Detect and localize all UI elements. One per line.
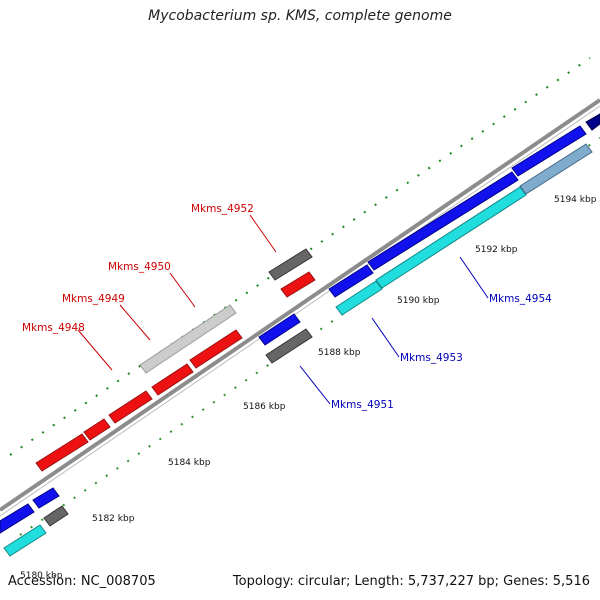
- tick-label: 5194 kbp: [554, 195, 597, 205]
- gene-label: Mkms_4951: [331, 399, 394, 411]
- tick-labels: 5180 kbp 5182 kbp 5184 kbp 5186 kbp 5188…: [20, 195, 597, 581]
- tick-label: 5186 kbp: [243, 402, 286, 412]
- gene-arrow: [3, 524, 47, 557]
- genome-summary-text: Topology: circular; Length: 5,737,227 bp…: [232, 574, 590, 589]
- accession-text: Accession: NC_008705: [8, 574, 156, 589]
- gene-label: Mkms_4952: [191, 203, 254, 215]
- gene-label: Mkms_4948: [22, 322, 85, 334]
- gene-arrow: [151, 363, 194, 396]
- gene-label: Mkms_4953: [400, 352, 463, 364]
- gene-arrow: [265, 328, 313, 364]
- gene-arrow: [108, 390, 153, 424]
- gene-arrow: [189, 329, 243, 369]
- callouts: [77, 214, 489, 405]
- tick-label: 5190 kbp: [397, 296, 440, 306]
- gene-arrow: [335, 280, 383, 316]
- gene-arrow: [32, 487, 60, 509]
- gene-arrow: [375, 186, 527, 289]
- gene-label: Mkms_4949: [62, 293, 125, 305]
- tick-label: 5192 kbp: [475, 245, 518, 255]
- genes-outer: [32, 113, 600, 509]
- gene-arrow: [328, 264, 374, 298]
- genes-inner: [0, 143, 593, 557]
- gene-arrow: [367, 171, 519, 271]
- gene-arrow: [519, 143, 593, 195]
- tick-label: 5180 kbp: [20, 571, 63, 581]
- tick-label: 5188 kbp: [318, 348, 361, 358]
- gene-arrow: [511, 125, 587, 177]
- gene-arrow: [280, 271, 316, 298]
- gene-arrow: [35, 433, 89, 472]
- backbone: [0, 98, 600, 517]
- gene-arrow: [258, 313, 301, 346]
- gene-arrow: [268, 248, 313, 281]
- gene-arrow: [83, 418, 111, 441]
- gene-label: Mkms_4950: [108, 261, 171, 273]
- gene-label: Mkms_4954: [489, 293, 552, 305]
- tick-label: 5184 kbp: [168, 458, 211, 468]
- gene-labels: Mkms_4952 Mkms_4950 Mkms_4949 Mkms_4948 …: [22, 203, 552, 411]
- gene-arrow: [0, 503, 35, 534]
- tick-label: 5182 kbp: [92, 514, 135, 524]
- map-title: Mycobacterium sp. KMS, complete genome: [148, 8, 452, 24]
- gene-arrow: [139, 304, 237, 374]
- gene-arrow: [43, 505, 69, 527]
- gene-arrow: [585, 113, 600, 131]
